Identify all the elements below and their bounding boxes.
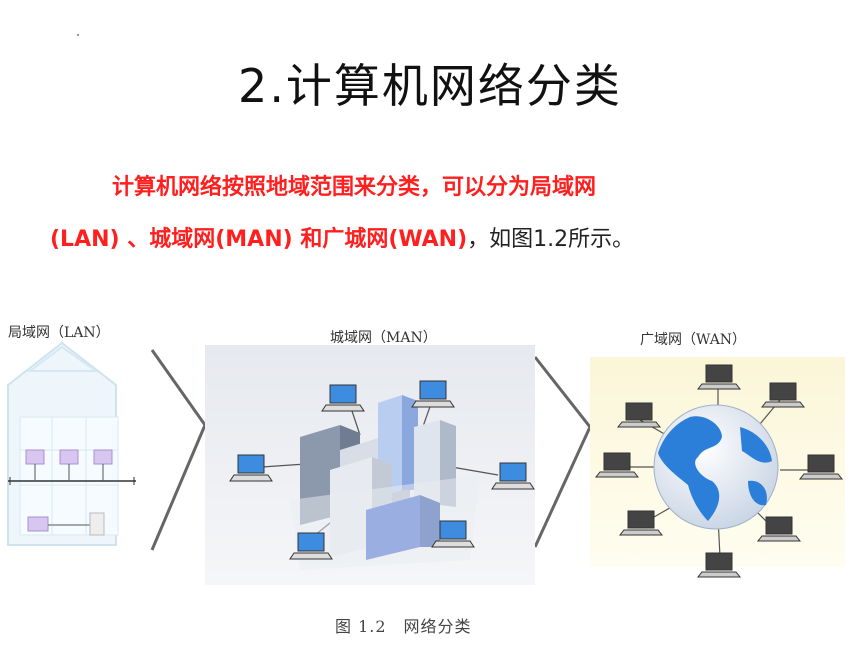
paragraph-highlight-1: 计算机网络按照地域范围来分类，可以分为局域网 [112,175,597,200]
paragraph-highlight-2: (LAN) 、城域网(MAN) 和广城网(WAN) [50,227,468,252]
network-figure: 局域网（LAN） 城域网（MAN） 广域网（WAN） [0,285,860,645]
slide-title: 2.计算机网络分类 [238,59,622,113]
figure-caption: 图 1.2 网络分类 [335,617,472,636]
network-illustration [7,341,845,585]
lan-label: 局域网（LAN） [8,325,110,341]
globe [653,404,779,530]
artifact-dot [77,34,79,36]
paragraph-plain: ，如图1.2所示。 [467,227,635,252]
lan-building [7,341,136,546]
wan-label: 广域网（WAN） [640,332,747,348]
man-label: 城域网（MAN） [330,330,437,346]
man-laptops [229,380,535,560]
wan-laptops [594,364,844,578]
man-city [290,395,480,570]
intro-paragraph: 计算机网络按照地域范围来分类，可以分为局域网 (LAN) 、城域网(MAN) 和… [50,162,810,266]
